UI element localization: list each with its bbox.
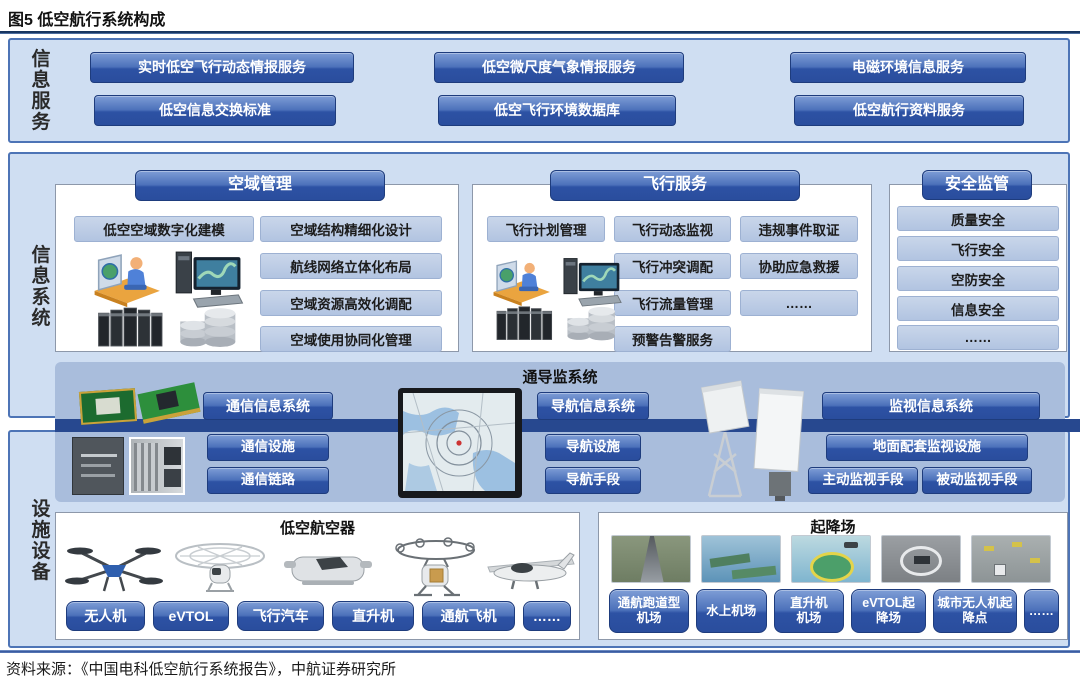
item-flight-flow-management: 飞行流量管理	[614, 290, 731, 316]
comm-equipment-photo	[129, 437, 185, 495]
button-surv-info-system: 监视信息系统	[822, 392, 1040, 420]
aircraft-box: 低空航空器	[55, 512, 580, 640]
workstation-icon	[175, 251, 244, 308]
section-info-service-label: 信息服务	[31, 49, 51, 133]
button-aeronautical-data-service: 低空航行资料服务	[794, 95, 1024, 126]
cns-backbone-bar	[55, 419, 1080, 432]
cns-title: 通导监系统	[522, 369, 598, 386]
label-flying-car: 飞行汽车	[237, 601, 324, 631]
aircraft-labels-row: 无人机 eVTOL 飞行汽车 直升机 通航飞机 ……	[66, 601, 571, 631]
drone-image	[65, 547, 163, 592]
figure-caption: 图5 低空航行系统构成	[8, 12, 166, 29]
label-helicopter: 直升机	[331, 601, 415, 631]
button-realtime-flight-intel: 实时低空飞行动态情报服务	[90, 52, 354, 83]
item-flight-safety: 飞行安全	[897, 236, 1059, 261]
comm-module-board-photo	[78, 388, 138, 425]
label-aircraft-ellipsis: ……	[522, 601, 571, 631]
label-evtol: eVTOL	[152, 601, 230, 631]
it-infrastructure-icons	[94, 251, 244, 347]
server-rack-icon	[496, 306, 553, 340]
vertiport-box: 起降场 通航跑道	[598, 512, 1068, 640]
label-vertiport-ellipsis: ……	[1023, 589, 1059, 633]
label-uav: 无人机	[66, 601, 145, 631]
item-air-defense-safety: 空防安全	[897, 266, 1059, 291]
label-runway-airport: 通航跑道型机场	[609, 589, 690, 633]
item-violation-evidence: 违规事件取证	[740, 216, 858, 242]
item-safety-more-ellipsis: ……	[897, 325, 1059, 350]
vertiport-labels-row: 通航跑道型机场 水上机场 直升机机场 eVTOL起降场 城市无人机起降点 ……	[609, 589, 1059, 633]
helicopter-image	[395, 537, 475, 597]
item-information-safety: 信息安全	[897, 296, 1059, 321]
item-early-warning-service: 预警告警服务	[614, 326, 731, 352]
top-rule	[0, 31, 1080, 34]
item-emergency-rescue-assist: 协助应急救援	[740, 253, 858, 279]
label-urban-drone-site: 城市无人机起降点	[932, 589, 1017, 633]
water-airport-photo	[701, 535, 781, 583]
button-comm-info-system: 通信信息系统	[203, 392, 333, 420]
button-comm-facilities: 通信设施	[207, 434, 329, 461]
operator-icon	[94, 254, 160, 308]
ga-plane-image	[487, 552, 575, 590]
urban-drone-site-photo	[971, 535, 1051, 583]
flying-car-image	[284, 556, 372, 585]
nav-display-photo	[398, 388, 522, 498]
vertiport-photos-row	[611, 535, 1057, 583]
label-ga-aircraft: 通航飞机	[422, 601, 515, 631]
operator-icon	[493, 260, 550, 307]
button-ground-surv-facilities: 地面配套监视设施	[826, 434, 1028, 461]
item-flight-conflict-resolution: 飞行冲突调配	[614, 253, 731, 279]
button-info-exchange-standard: 低空信息交换标准	[94, 95, 336, 126]
label-evtol-vertiport: eVTOL起降场	[851, 589, 926, 633]
vertiport-box-title: 起降场	[810, 519, 856, 536]
button-active-surv-means: 主动监视手段	[808, 467, 918, 494]
item-airspace-structure-design: 空域结构精细化设计	[260, 216, 442, 242]
button-nav-facilities: 导航设施	[545, 434, 641, 461]
runway-airport-photo	[611, 535, 691, 583]
aircraft-box-title: 低空航空器	[279, 520, 355, 537]
comm-chip-photo	[72, 437, 124, 495]
button-em-environment-info: 电磁环境信息服务	[790, 52, 1026, 83]
database-icon	[567, 306, 615, 341]
button-flight-env-database: 低空飞行环境数据库	[438, 95, 676, 126]
section-facilities-label: 设施设备	[31, 499, 51, 583]
item-route-network-layout: 航线网络立体化布局	[260, 253, 442, 279]
button-nav-info-system: 导航信息系统	[537, 392, 649, 420]
flight-service-header: 飞行服务	[550, 170, 800, 201]
airspace-management-header: 空域管理	[135, 170, 385, 201]
database-icon	[180, 308, 236, 347]
button-microscale-weather-intel: 低空微尺度气象情报服务	[434, 52, 684, 83]
evtol-pad-photo	[881, 535, 961, 583]
section-info-system: 信息系统 空域管理 低空空域数字化建模 空域结构精细化设计 航线网络立体化布局 …	[8, 152, 1070, 418]
item-airspace-coordinated-management: 空域使用协同化管理	[260, 326, 442, 352]
button-comm-links: 通信链路	[207, 467, 329, 494]
section-info-service: 信息服务 实时低空飞行动态情报服务 低空微尺度气象情报服务 电磁环境信息服务 低…	[8, 38, 1070, 143]
bottom-rule	[0, 650, 1080, 653]
it-infrastructure-icons	[493, 258, 622, 341]
source-note: 资料来源：《中国电科低空航行系统报告》，中航证券研究所	[6, 662, 397, 678]
helipad-photo	[791, 535, 871, 583]
surveillance-radar-photo	[700, 380, 804, 501]
item-flight-plan-management: 飞行计划管理	[487, 216, 605, 242]
label-water-airport: 水上机场	[696, 589, 767, 633]
item-flight-dynamic-surveillance: 飞行动态监视	[614, 216, 731, 242]
label-heliport: 直升机机场	[773, 589, 845, 633]
button-passive-surv-means: 被动监视手段	[922, 467, 1032, 494]
item-flight-more-ellipsis: ……	[740, 290, 858, 316]
evtol-ring-image	[175, 543, 265, 592]
button-nav-means: 导航手段	[545, 467, 641, 494]
item-airspace-digital-modeling: 低空空域数字化建模	[74, 216, 254, 242]
workstation-icon	[563, 258, 622, 307]
server-rack-icon	[98, 307, 163, 347]
item-airspace-resource-allocation: 空域资源高效化调配	[260, 290, 442, 316]
section-info-system-label: 信息系统	[31, 245, 51, 329]
item-quality-safety: 质量安全	[897, 206, 1059, 231]
safety-supervision-header: 安全监管	[922, 170, 1032, 200]
